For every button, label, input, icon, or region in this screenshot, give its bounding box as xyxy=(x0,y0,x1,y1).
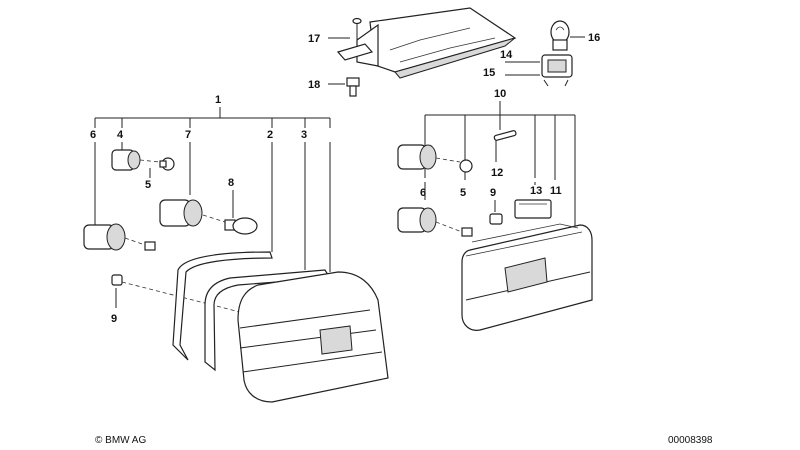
callout-2: 2 xyxy=(267,129,273,141)
gasket-3 xyxy=(204,269,332,372)
bulb-socket-4 xyxy=(111,149,175,171)
callout-18: 18 xyxy=(308,79,320,91)
callout-9-left: 9 xyxy=(111,313,117,325)
tail-light-right-inner xyxy=(461,223,593,331)
callout-14: 14 xyxy=(500,49,513,61)
callout-5-left: 5 xyxy=(145,179,151,191)
callout-11: 11 xyxy=(550,185,562,197)
callout-16: 16 xyxy=(588,32,600,44)
bulb-16 xyxy=(550,20,570,51)
seal-2 xyxy=(172,251,273,361)
brake-light-housing xyxy=(356,7,517,79)
bulb-8 xyxy=(224,217,258,235)
screw-17 xyxy=(336,17,374,61)
clip-18 xyxy=(346,77,360,97)
callout-13: 13 xyxy=(530,185,542,197)
lamp-13 xyxy=(514,199,552,219)
grommet-9-right xyxy=(489,213,503,225)
callout-12: 12 xyxy=(491,167,503,179)
callout-10: 10 xyxy=(494,88,506,100)
callout-9-right: 9 xyxy=(490,187,496,199)
diagram-code: 00008398 xyxy=(668,435,713,446)
tail-light-left xyxy=(237,271,389,403)
bulb-socket-6-left xyxy=(83,223,156,251)
callout-6-right: 6 xyxy=(420,187,426,199)
callout-6-left: 6 xyxy=(90,129,96,141)
bulb-socket-14 xyxy=(541,54,573,87)
fuse-12 xyxy=(493,130,517,141)
callout-8: 8 xyxy=(228,177,234,189)
callout-3: 3 xyxy=(301,129,307,141)
callout-7: 7 xyxy=(185,129,191,141)
bulb-socket-right-lower xyxy=(397,207,473,237)
callout-1: 1 xyxy=(215,94,221,106)
bulb-socket-7 xyxy=(159,199,226,227)
callout-17: 17 xyxy=(308,33,320,45)
bulb-socket-6-right xyxy=(397,144,473,173)
callout-15: 15 xyxy=(483,67,495,79)
callout-4: 4 xyxy=(117,129,124,141)
copyright-label: © BMW AG xyxy=(95,435,146,446)
grommet-9-left xyxy=(111,274,241,313)
callout-5-right: 5 xyxy=(460,187,466,199)
